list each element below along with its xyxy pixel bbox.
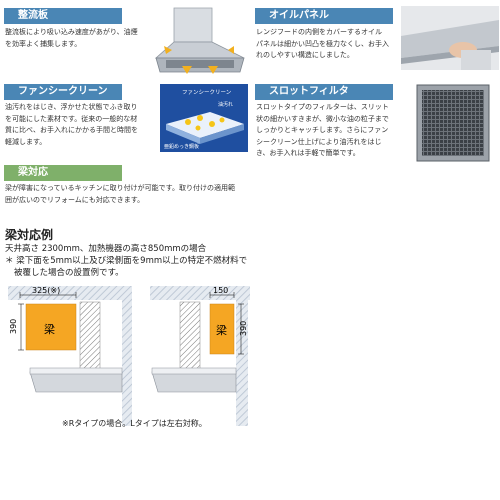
desc-line: 囲が広いのでリフォームにも対応できます。 — [5, 195, 145, 204]
desc-line: を可能にした素材です。従来の一般的な材 — [5, 114, 138, 123]
type-note: ※Rタイプの場合。Lタイプは左右対称。 — [62, 419, 207, 428]
desc-line: 整流板により吸い込み速度があがり、油煙 — [5, 28, 138, 36]
slot-filter-title: スロットフィルタ — [255, 84, 393, 100]
desc-line: しっかりとキャッチします。さらにファン — [256, 126, 389, 134]
oil-panel-desc: レンジフードの内側をカバーするオイル パネルは細かい凹凸を極力なくし、お手入 れ… — [256, 27, 401, 62]
desc-line: レンジフードの内側をカバーするオイル — [256, 28, 382, 36]
left-diagram: 梁 325(※) 390 — [8, 286, 132, 426]
beam-desc: 梁が障害になっているキッチンに取り付けが可能です。取り付けの適用範 囲が広いので… — [5, 183, 255, 206]
example-line-3: 被覆した場合の設置例です。 — [14, 268, 124, 278]
oil-panel-title: オイルパネル — [255, 8, 393, 24]
oil-panel-photo — [401, 6, 499, 70]
fancy-clean-diagram: ファンシークリーン 油汚れ 亜鉛めっき鋼板 — [160, 84, 248, 152]
right-beam-label: 梁 — [216, 323, 227, 337]
desc-line: を効率よく捕集します。 — [5, 39, 82, 48]
left-height-label: 390 — [9, 319, 18, 334]
beam-installation-diagram: 梁 325(※) 390 梁 150 390 — [8, 286, 250, 426]
diagram-label-top: ファンシークリーン — [182, 89, 232, 96]
desc-line: き、お手入れは手軽で簡単です。 — [256, 149, 360, 157]
desc-line: れのしやすい構造にしました。 — [256, 51, 354, 59]
desc-line: 梁が障害になっているキッチンに取り付けが可能です。取り付けの適用範 — [5, 184, 235, 192]
right-height-label: 390 — [239, 321, 248, 336]
seiryuban-desc: 整流板により吸い込み速度があがり、油煙 を効率よく捕集します。 — [5, 27, 155, 50]
fancy-clean-title: ファンシークリーン — [4, 84, 122, 100]
left-beam — [25, 303, 77, 351]
seiryuban-title: 整流板 — [4, 8, 122, 24]
fancy-clean-desc: 油汚れをはじき、浮かせた状態でふき取り を可能にした素材です。従来の一般的な材 … — [5, 102, 155, 148]
range-hood-image — [154, 7, 245, 74]
example-line-2: ＊ 梁下面を5mm以上及び梁側面を9mm以上の特定不燃材料で — [5, 256, 248, 266]
example-line-1: 天井高さ 2300mm、加熱機器の高さ850mmの場合 — [5, 244, 207, 254]
diagram-label-base: 亜鉛めっき鋼板 — [164, 143, 199, 150]
example-heading: 梁対応例 — [5, 228, 54, 242]
slot-filter-image — [416, 84, 490, 162]
desc-line: パネルは細かい凹凸を極力なくし、お手入 — [256, 39, 389, 48]
desc-line: シークリーン仕上げにより油汚れをはじ — [256, 137, 382, 146]
right-diagram: 梁 150 390 — [150, 286, 250, 426]
slot-filter-desc: スロットタイプのフィルターは、スリット 状の細かいすきまが、微小な油の粒子まで … — [256, 102, 406, 160]
left-beam-label: 梁 — [44, 322, 55, 336]
beam-title: 梁対応 — [4, 165, 122, 181]
right-beam — [209, 303, 235, 355]
desc-line: スロットタイプのフィルターは、スリット — [256, 103, 389, 111]
desc-line: 油汚れをはじき、浮かせた状態でふき取り — [5, 103, 138, 111]
left-width-label: 325(※) — [32, 286, 60, 295]
desc-line: 状の細かいすきまが、微小な油の粒子まで — [256, 114, 389, 123]
desc-line: 質に比べ、お手入れにかかる手間と時間を — [5, 126, 138, 134]
right-width-label: 150 — [213, 286, 228, 295]
desc-line: 軽減します。 — [5, 137, 47, 146]
diagram-label-oil: 油汚れ — [218, 101, 233, 108]
